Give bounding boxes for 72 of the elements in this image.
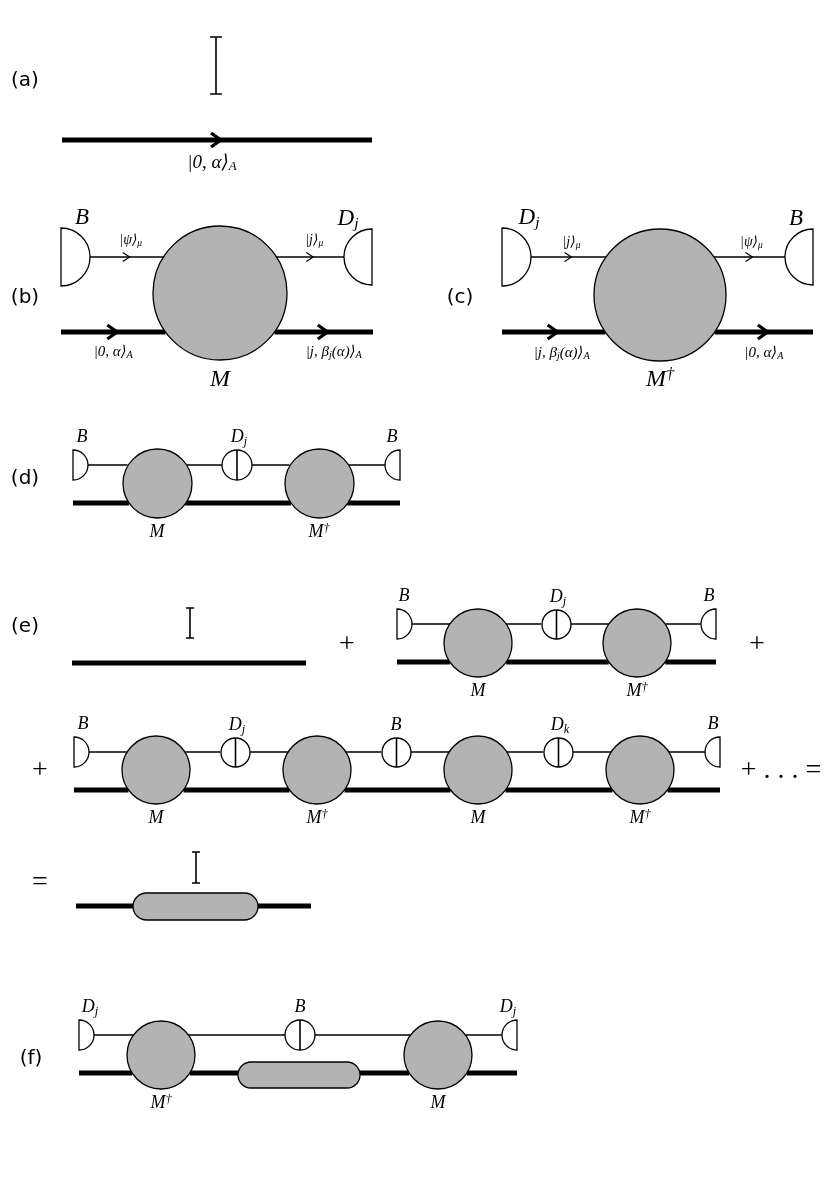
series-continuation: + . . . = (740, 755, 822, 783)
state-label: |j, β$_{j}$(α)⟩$_{A}$ (533, 344, 590, 360)
arrow (275, 251, 345, 263)
thick-line (506, 659, 609, 665)
detector-label: B (77, 714, 89, 732)
operator-label: M$^{†}$ (306, 808, 328, 826)
plus-sign: + (339, 629, 355, 657)
panel-label: (c) (446, 286, 474, 306)
operator-label: M$^{†}$ (308, 521, 330, 540)
state-label: |j, β$_{j}$(α)⟩$_{A}$ (305, 343, 362, 359)
thick-line (74, 787, 129, 793)
detector-label: B (74, 204, 90, 228)
thick-arrow (502, 323, 606, 341)
thick-line (667, 787, 720, 793)
thick-line (347, 500, 400, 506)
panel-label: (f) (19, 1047, 43, 1067)
arrow (713, 251, 786, 263)
thick-line (183, 787, 290, 793)
panel-label: (b) (10, 286, 40, 306)
state-label: |ψ⟩$_{μ}$ (740, 235, 763, 249)
thick-line (73, 500, 129, 506)
detector-label: B (703, 586, 715, 604)
detector-label: B (398, 586, 410, 604)
operator-label: M (149, 521, 165, 540)
thick-line (344, 787, 451, 793)
thin-line (87, 464, 129, 466)
thick-line (189, 1070, 238, 1076)
detector-label: D$_{k}$ (550, 714, 570, 733)
thick-arrow (714, 323, 813, 341)
thin-line (668, 751, 706, 753)
thick-line (505, 787, 613, 793)
operator-label: M (470, 808, 486, 826)
thick-arrow (274, 323, 373, 341)
thick-line (466, 1070, 517, 1076)
thick-line (360, 1070, 410, 1076)
equals-sign: = (32, 867, 48, 895)
panel-label: (a) (11, 69, 39, 89)
panel-label: (e) (11, 615, 39, 635)
detector-label: B (707, 714, 719, 732)
plus-sign: + (749, 629, 765, 657)
thick-line (79, 1070, 133, 1076)
state-label: |0, α⟩$_{A}$ (93, 343, 133, 359)
state-label: |j⟩$_{μ}$ (562, 235, 581, 249)
operator-label: M$^{†}$ (645, 366, 675, 390)
detector-label: B (386, 427, 398, 445)
state-label: |ψ⟩$_{μ}$ (119, 233, 143, 247)
detector-label: B (294, 997, 306, 1015)
detector-label: D$_{j}$ (337, 205, 359, 229)
detector-label: B (390, 714, 402, 733)
detector-label: B (788, 205, 804, 229)
operator-label: M$^{†}$ (626, 681, 648, 699)
state-label: |j⟩$_{μ}$ (305, 233, 324, 247)
thick-line (258, 903, 311, 909)
operator-label: M (210, 366, 230, 390)
state-label: |0, α⟩$_{A}$ (744, 344, 784, 360)
detector-label: D$_{j}$ (518, 204, 540, 228)
operator-label: M$^{†}$ (150, 1093, 172, 1111)
panel-label: (d) (10, 467, 40, 487)
state-label: |0, α⟩$_{A}$ (187, 151, 237, 171)
operator-label: M (430, 1093, 446, 1111)
thick-arrow (61, 323, 166, 341)
thick-line (185, 500, 291, 506)
plus-sign: + (32, 755, 48, 783)
thick-line (397, 659, 450, 665)
detector-label: B (76, 427, 88, 445)
arrow (89, 251, 165, 263)
thick-line (76, 903, 133, 909)
thin-line (88, 751, 128, 753)
thick-line (665, 659, 716, 665)
operator-label: M (148, 808, 164, 826)
operator-label: M$^{†}$ (629, 808, 651, 826)
operator-label: M (470, 681, 486, 699)
